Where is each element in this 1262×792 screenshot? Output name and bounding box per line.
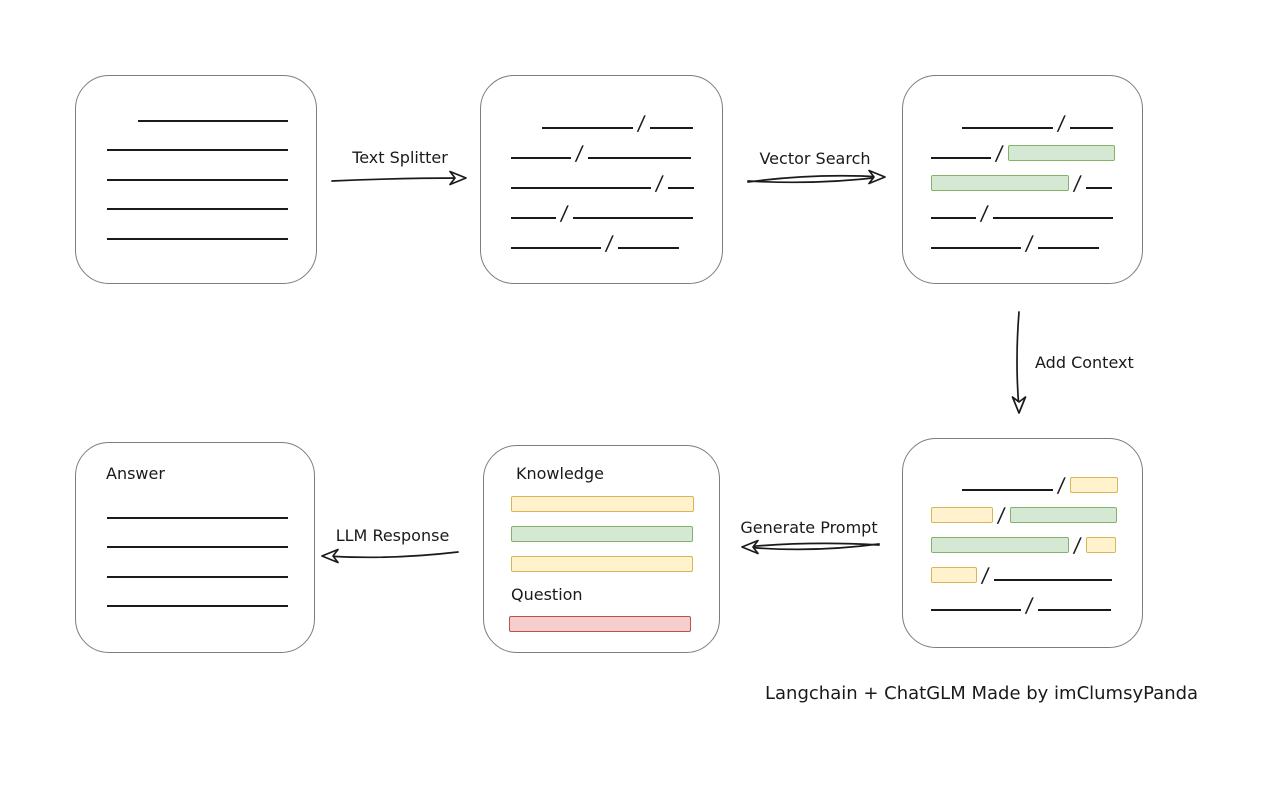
text-line: [107, 575, 288, 578]
node-vector-results: /////: [902, 75, 1143, 284]
text-line: [572, 217, 693, 219]
text-row: [106, 489, 296, 519]
text-line: [1069, 127, 1113, 129]
generate-prompt-arrow: [741, 539, 880, 555]
text-line: [107, 516, 288, 519]
text-row: /: [481, 129, 722, 165]
answer-lines: [106, 489, 296, 607]
slash-separator: /: [604, 231, 615, 255]
highlight-bar-green: [1007, 145, 1115, 161]
highlight-bar-yellow: [511, 496, 694, 512]
node-prompt: Knowledge Question: [483, 445, 720, 653]
text-row: /: [903, 219, 1142, 255]
text-line: [992, 217, 1113, 219]
text-splitter-arrow: [331, 170, 467, 186]
text-row: [106, 548, 296, 578]
highlight-bar-green: [931, 537, 1069, 553]
highlight-bar-green: [511, 526, 693, 542]
add-context-label: Add Context: [1035, 353, 1134, 372]
question-label: Question: [511, 585, 583, 604]
text-line: [1037, 247, 1099, 249]
text-line: [587, 157, 691, 159]
text-line: [649, 127, 693, 129]
text-line: [511, 217, 556, 219]
text-row: /: [903, 521, 1142, 557]
context-lines: /////: [903, 461, 1142, 617]
text-row: /: [903, 491, 1142, 527]
slash-separator: /: [1024, 231, 1035, 255]
text-row: /: [903, 551, 1142, 587]
text-line: [511, 247, 601, 249]
text-line: [993, 579, 1112, 581]
text-line: [542, 127, 633, 129]
answer-label: Answer: [106, 464, 165, 483]
text-row: /: [903, 189, 1142, 225]
text-line: [511, 187, 651, 189]
text-line: [511, 157, 571, 159]
llm-response-label: LLM Response: [335, 526, 450, 545]
knowledge-label: Knowledge: [516, 464, 604, 483]
text-line: [931, 157, 991, 159]
highlight-bar-green: [1009, 507, 1117, 523]
highlight-bar-yellow: [511, 556, 693, 572]
text-row: /: [903, 159, 1142, 195]
text-line: [1085, 187, 1112, 189]
credit-caption: Langchain + ChatGLM Made by imClumsyPand…: [765, 683, 1199, 704]
text-row: /: [481, 189, 722, 225]
text-row: /: [903, 581, 1142, 617]
text-line: [107, 208, 288, 210]
vector-search-arrow: [747, 169, 886, 185]
node-split-text: /////: [480, 75, 723, 284]
knowledge-bars: [511, 496, 694, 586]
text-line: [962, 127, 1053, 129]
text-row: /: [481, 99, 722, 135]
llm-response-arrow: [321, 548, 459, 564]
slash-separator: /: [1024, 593, 1035, 617]
question-bars: [509, 616, 691, 646]
text-row: /: [903, 99, 1142, 135]
generate-prompt-label: Generate Prompt: [740, 518, 878, 537]
text-splitter-label: Text Splitter: [352, 148, 448, 167]
text-line: [107, 149, 288, 151]
text-row: [106, 578, 296, 607]
text-line: [107, 605, 288, 607]
highlight-bar-yellow: [931, 507, 993, 523]
highlight-bar-yellow: [931, 567, 977, 583]
text-row: [76, 92, 316, 122]
text-row: [76, 151, 316, 181]
highlight-bar-green: [931, 175, 1069, 191]
node-context: /////: [902, 438, 1143, 648]
highlight-bar-yellow: [1085, 537, 1116, 553]
text-line: [107, 237, 288, 240]
text-line: [107, 546, 288, 548]
text-line: [931, 609, 1021, 611]
text-row: /: [903, 129, 1142, 165]
split-text-lines: /////: [481, 99, 722, 255]
node-document: [75, 75, 317, 284]
vector-results-lines: /////: [903, 99, 1142, 255]
text-line: [138, 119, 288, 122]
text-line: [931, 247, 1021, 249]
highlight-bar-yellow: [1069, 477, 1118, 493]
text-line: [107, 178, 288, 181]
text-row: [76, 210, 316, 240]
text-line: [1037, 609, 1111, 611]
text-line: [667, 187, 694, 189]
document-lines: [76, 92, 316, 240]
highlight-bar-red: [509, 616, 691, 632]
text-row: [76, 181, 316, 210]
text-row: /: [481, 159, 722, 195]
text-line: [962, 489, 1053, 491]
text-row: /: [903, 461, 1142, 497]
text-row: [76, 122, 316, 151]
text-line: [931, 217, 976, 219]
add-context-arrow: [1011, 311, 1027, 414]
vector-search-label: Vector Search: [759, 149, 871, 168]
text-row: /: [481, 219, 722, 255]
node-answer: Answer: [75, 442, 315, 653]
text-row: [106, 519, 296, 548]
text-line: [617, 247, 679, 249]
